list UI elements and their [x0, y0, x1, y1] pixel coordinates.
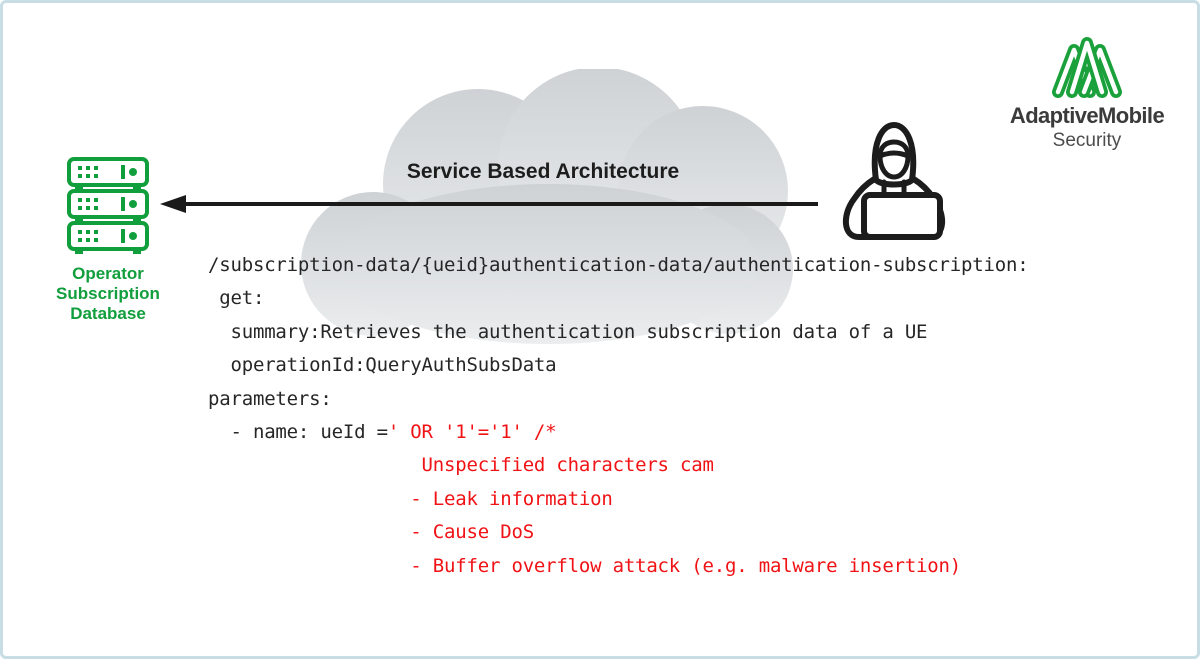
- code-line-attack-note: Unspecified characters cam: [208, 454, 714, 477]
- code-line-operation-id: operationId:QueryAuthSubsData: [208, 354, 557, 377]
- service-based-architecture-title: Service Based Architecture: [406, 160, 680, 183]
- code-line-sql-injection: - name: ueId =' OR '1'='1' /*: [208, 420, 557, 443]
- code-line-summary: summary:Retrieves the authentication sub…: [208, 320, 928, 343]
- attack-arrow-line: [182, 202, 818, 206]
- operator-database-label: Operator Subscription Database: [28, 264, 188, 324]
- service-cloud-shape: [301, 69, 793, 344]
- code-line-buffer-overflow: - Buffer overflow attack (e.g. malware i…: [208, 554, 962, 577]
- logo-sub-text: Security: [1052, 130, 1122, 151]
- code-line-get: get:: [208, 287, 265, 310]
- code-line-path: /subscription-data/{ueid}authentication-…: [208, 254, 1029, 276]
- server-stack-icon: [67, 157, 149, 254]
- code-line-leak-info: - Leak information: [208, 487, 613, 510]
- logo-brand-text: AdaptiveMobile: [1009, 103, 1165, 128]
- code-line-cause-dos: - Cause DoS: [208, 521, 534, 544]
- adaptivemobile-logo: AdaptiveMobile Security: [1001, 35, 1173, 152]
- attack-arrow-head-icon: [160, 195, 186, 213]
- db-label-line: Database: [70, 304, 146, 323]
- code-line-parameters: parameters:: [208, 387, 332, 410]
- adaptivemobile-m-icon: [1052, 37, 1122, 98]
- hacker-laptop-icon: [843, 122, 945, 240]
- db-label-line: Subscription: [56, 284, 160, 303]
- api-code-block: /subscription-data/{ueid}authentication-…: [208, 254, 1029, 588]
- db-label-line: Operator: [72, 264, 144, 283]
